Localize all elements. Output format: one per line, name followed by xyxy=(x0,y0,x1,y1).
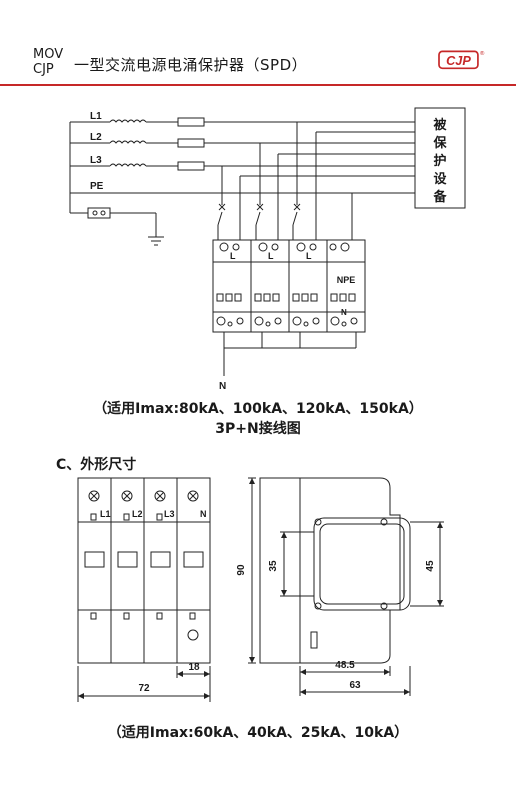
logo-text: CJP xyxy=(446,54,471,68)
module-n-label: N xyxy=(341,308,347,317)
line-label-pe: PE xyxy=(90,181,104,192)
header-cjp: CJP xyxy=(33,62,54,77)
cjp-logo: CJP ® xyxy=(438,50,485,70)
dim-depth-inner: 48.5 xyxy=(335,660,355,671)
npe-label: NPE xyxy=(337,275,356,285)
module-label-l-3: L xyxy=(306,251,312,261)
page-title: 一型交流电源电涌保护器（SPD） xyxy=(74,56,308,74)
dim-height-total: 90 xyxy=(236,564,247,576)
logo-registered-mark: ® xyxy=(480,50,485,57)
protected-device-char-1: 被 xyxy=(432,117,447,132)
front-label-l2: L2 xyxy=(132,509,143,519)
line-label-l1: L1 xyxy=(90,111,102,122)
protected-device-char-4: 设 xyxy=(433,171,447,186)
dim-height-right: 45 xyxy=(425,560,436,572)
front-label-l1: L1 xyxy=(100,509,111,519)
wiring-diagram: L1 L2 L3 PE 被 保 护 设 备 L L L NPE N N xyxy=(69,107,466,392)
front-label-l3: L3 xyxy=(164,509,175,519)
outline-drawing: L1 L2 L3 N 18 72 90 35 45 48.5 63 xyxy=(77,477,444,702)
line-label-l3: L3 xyxy=(90,155,102,166)
line-label-l2: L2 xyxy=(90,132,102,143)
dim-width-total: 72 xyxy=(138,683,150,694)
protected-device-char-2: 保 xyxy=(432,135,447,150)
wiring-title-caption: 3P+N接线图 xyxy=(215,421,301,437)
section-title: C、外形尺寸 xyxy=(56,457,137,473)
dim-height-inner: 35 xyxy=(268,560,279,572)
module-label-l-2: L xyxy=(268,251,274,261)
header-divider xyxy=(0,84,516,86)
neutral-out-label: N xyxy=(219,381,226,392)
protected-device-char-3: 护 xyxy=(433,153,446,168)
front-label-n: N xyxy=(200,509,207,519)
module-label-l-1: L xyxy=(230,251,236,261)
dim-depth-total: 63 xyxy=(349,680,361,691)
header-mov: MOV xyxy=(33,47,64,62)
outline-rating-caption: （适用Imax:60kA、40kA、25kA、10kA） xyxy=(107,725,409,741)
dim-width-module: 18 xyxy=(188,662,200,673)
protected-device-char-5: 备 xyxy=(432,189,447,204)
wiring-rating-caption: （适用Imax:80kA、100kA、120kA、150kA） xyxy=(93,401,423,417)
